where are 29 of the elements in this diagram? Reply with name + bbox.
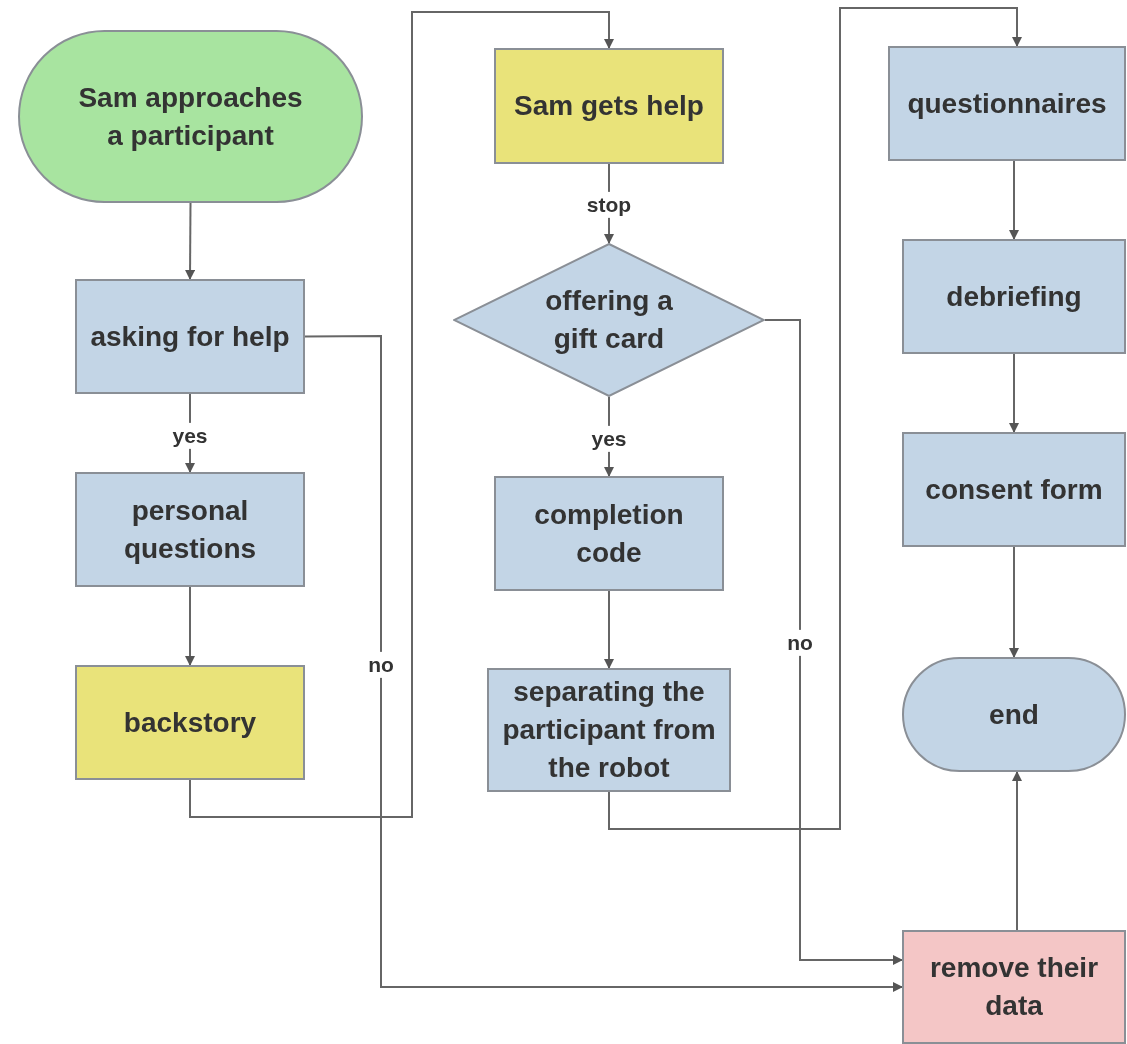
arrow <box>304 335 903 992</box>
process-box: asking for help <box>75 279 305 394</box>
edge-label: yes <box>170 422 210 450</box>
process-box: backstory <box>75 665 305 780</box>
edge-label: stop <box>584 191 634 219</box>
arrow <box>764 319 903 965</box>
process-box: personal questions <box>75 472 305 587</box>
arrow <box>189 11 614 818</box>
arrow <box>185 586 195 666</box>
arrow <box>604 590 614 669</box>
process-box: debriefing <box>902 239 1126 354</box>
edge-label: no <box>366 651 396 679</box>
process-box: consent form <box>902 432 1126 547</box>
process-box: Sam gets help <box>494 48 724 164</box>
edge-label: yes <box>589 425 629 453</box>
arrow <box>1009 546 1019 658</box>
process-box: completion code <box>494 476 724 591</box>
arrow <box>608 7 1022 830</box>
terminal-box: end <box>902 657 1126 772</box>
terminal-box: Sam approaches a participant <box>18 30 363 203</box>
edge-label: no <box>785 629 815 657</box>
process-box: remove their data <box>902 930 1126 1044</box>
arrow <box>1009 160 1019 240</box>
process-box: separating the participant from the robot <box>487 668 731 792</box>
decision-label: offering a gift card <box>544 284 674 356</box>
arrow <box>1012 771 1022 931</box>
arrow <box>185 202 196 280</box>
process-box: questionnaires <box>888 46 1126 161</box>
arrow <box>1009 353 1019 433</box>
